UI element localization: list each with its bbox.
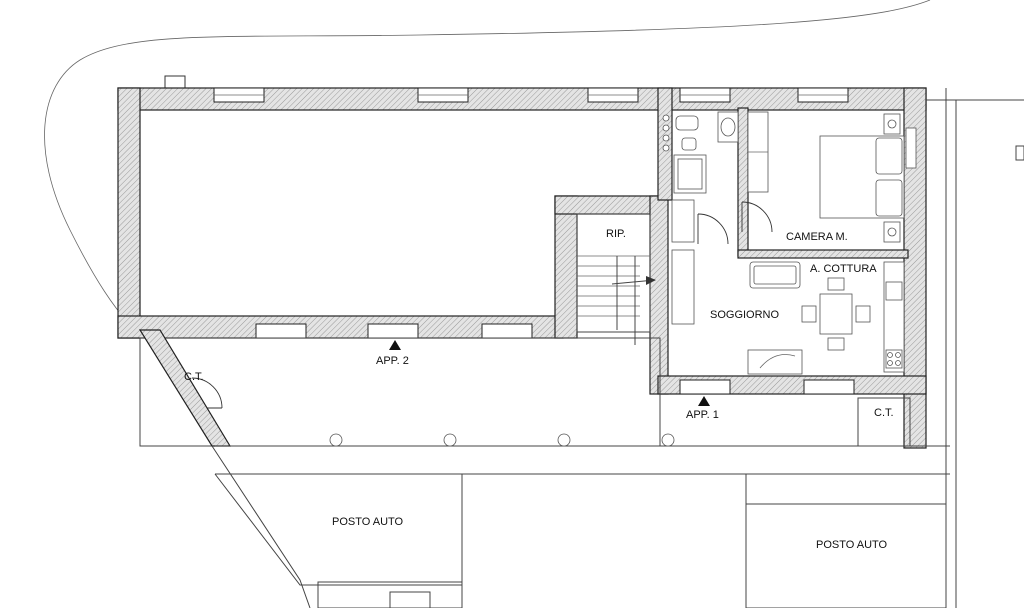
entrance-label-app2: APP. 2	[376, 355, 409, 367]
bedroom-furniture	[819, 113, 917, 243]
room-label-ct-left: C.T.	[184, 371, 204, 383]
doors	[191, 201, 773, 409]
bathroom-fixtures	[662, 111, 739, 194]
parking-label-right: POSTO AUTO	[816, 539, 888, 551]
living-furniture	[747, 261, 905, 375]
app2-entrance-arrow	[389, 340, 401, 350]
room-label-camera: CAMERA M.	[786, 231, 848, 243]
wardrobes	[671, 111, 769, 325]
staircase	[576, 213, 656, 345]
porch	[138, 329, 950, 475]
entrance-label-app1: APP. 1	[686, 409, 719, 421]
parking-label-left: POSTO AUTO	[332, 516, 404, 528]
chimney	[164, 75, 186, 89]
north-windows	[213, 87, 849, 103]
room-label-soggiorno: SOGGIORNO	[710, 309, 780, 321]
parking-area	[211, 445, 947, 608]
app1-entrance-arrow	[698, 396, 710, 406]
east-strip	[926, 88, 1024, 608]
room-label-rip: RIP.	[606, 228, 626, 240]
room-label-ct-right: C.T.	[874, 407, 894, 419]
site-boundary-curve	[44, 0, 931, 331]
room-label-cottura: A. COTTURA	[810, 263, 877, 275]
